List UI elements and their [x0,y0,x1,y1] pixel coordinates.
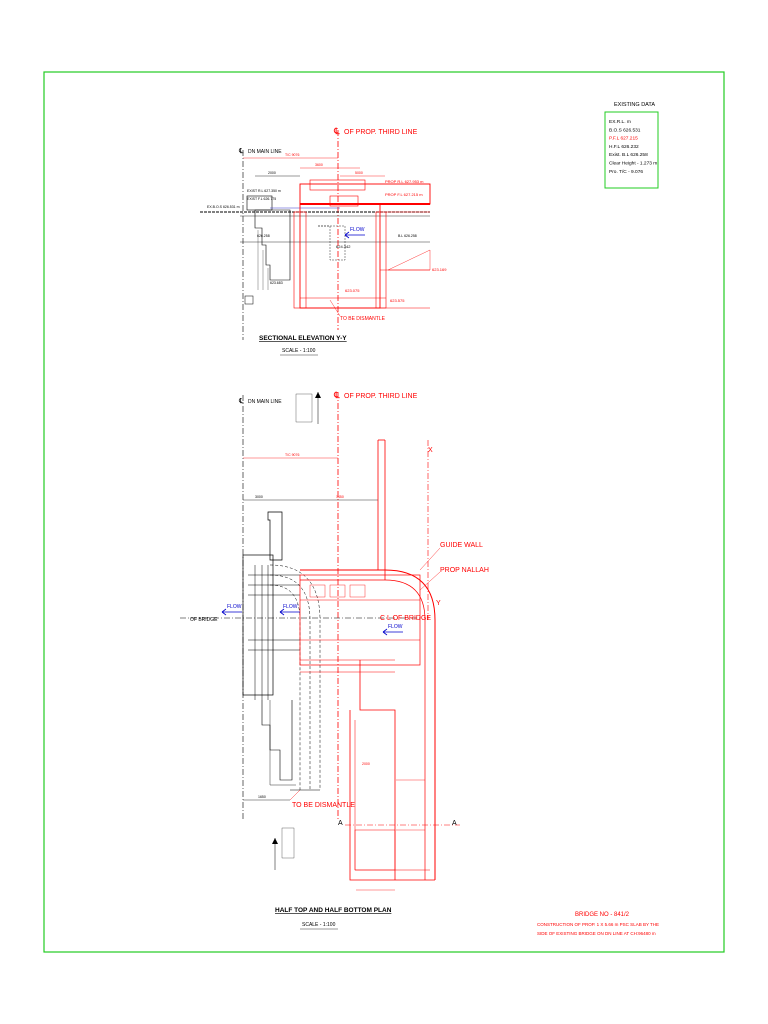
plan-section-y: Y [436,600,441,607]
elev-prop-box [299,203,381,309]
plan-flow-label-mid: FLOW [283,604,298,610]
existing-data-box [604,111,659,189]
plan-flow-arrow-right: FLOW [382,624,403,636]
elev-exist-rl: EXIST R.L 627.350 m [247,189,281,193]
existing-data-row: P.F.L 627.215 [609,136,638,142]
elev-dim-2: 2000 [268,171,276,175]
plan-cl-symbol: ℄ [333,390,340,400]
plan-flow-arrow-left: FLOW [221,604,242,616]
elev-cl-third-line-label: OF PROP. THIRD LINE [344,129,418,136]
elev-level-a: 624.342 [336,244,351,249]
elev-bl: B.L 626.258 [398,234,417,238]
plan-to-be-dismantle: TO BE DISMANTLE [292,802,355,809]
plan-section-x: X [428,447,433,454]
plan-flow-label-right: FLOW [388,624,403,630]
plan-section-a-left: A [338,820,343,827]
plan-section-a-right: A [452,820,457,827]
existing-data-row: Clear Height - 1.273 m [609,161,657,167]
elev-scale: SCALE - 1:100 [282,348,316,354]
existing-data-row: Exist. B.L 626.258 [609,152,648,158]
plan-guide-wall-label: GUIDE WALL [440,542,483,549]
elev-exist-fl: EXIST F.L 626.775 [247,197,276,201]
title-line-2: SIDE OF EXISTING BRIDGE ON DN LINE AT CH… [537,931,656,936]
title-line-1: CONSTRUCTION OF PROP. 1 X 5.66 m PSC SLA… [537,922,659,927]
elev-ex-bos: EX.B.O.S 626.531 m [207,205,240,209]
plan-dim-4: 1650 [258,795,266,799]
plan-cl-bridge-left: OF BRIDGE [190,617,218,623]
elev-title: SECTIONAL ELEVATION Y-Y [259,335,347,342]
title-block: BRIDGE NO - 841/2 CONSTRUCTION OF PROP. … [537,912,659,936]
elev-dim-3: 5000 [355,171,363,175]
plan-cl-of-bridge-label: C L OF BRIDGE [380,615,431,622]
plan-cl-dn-symbol: ℄ [238,398,244,405]
plan-cl-third-line-label: OF PROP. THIRD LINE [344,393,418,400]
half-plan: ℄ OF PROP. THIRD LINE ℄ DN MAIN LINE T/C… [180,390,489,930]
plan-title: HALF TOP AND HALF BOTTOM PLAN [275,907,392,914]
elev-dim-tc: T/C 9076 [285,153,299,157]
elev-level-b: 623.075 [345,288,360,293]
elev-level-e: 623.683 [270,281,283,285]
elev-prop-rl: PROP R.L 627.953 m [385,179,424,184]
plan-flow-arrow-mid: FLOW [279,604,300,616]
existing-data-heading: EXISTING DATA [614,102,655,108]
plan-north-arrow-bottom [272,827,295,870]
plan-flow-label-left: FLOW [227,604,242,610]
bridge-number: BRIDGE NO - 841/2 [575,912,630,918]
existing-data-row: B.O.S 626.531 [609,127,641,133]
plan-scale: SCALE - 1:100 [302,922,336,928]
elev-level-f: 623.575 [390,298,405,303]
plan-dim-3: 2000 [362,762,370,766]
plan-north-arrow-top [295,392,321,424]
elev-prop-fl: PROP F.L 627.215 m [385,192,423,197]
elev-to-be-dismantle: TO BE DISMANTLE [340,316,386,322]
existing-data-panel: EXISTING DATA EX.R.L. m B.O.S 626.531P.F.… [604,102,659,189]
existing-data-row: EX.R.L. m [609,119,631,125]
plan-prop-nallah-label: PROP NALLAH [440,567,489,574]
plan-dim-2: 1450 [336,495,344,499]
plan-dn-main-line-label: DN MAIN LINE [248,399,282,405]
elev-cl-dn-symbol: ℄ [238,148,244,155]
elev-flow-label: FLOW [350,227,365,233]
elev-dim-1: 3600 [315,163,323,167]
sheet-border [43,71,725,953]
elev-level-c: 623.169 [432,267,447,272]
plan-dim-1: 3000 [255,495,263,499]
existing-data-row: Pro. T/C - 9.076 [609,169,643,175]
elev-level-d: 626.258 [257,234,270,238]
elev-dn-main-line-label: DN MAIN LINE [248,149,282,155]
elev-cl-symbol: ℄ [333,126,340,136]
elev-flow-arrow: FLOW [344,227,365,239]
existing-data-row: H.F.L 626.232 [609,144,639,150]
sectional-elevation: ℄ OF PROP. THIRD LINE ℄ DN MAIN LINE T/C… [200,126,447,356]
plan-dim-tc: T/C 9076 [285,453,299,457]
